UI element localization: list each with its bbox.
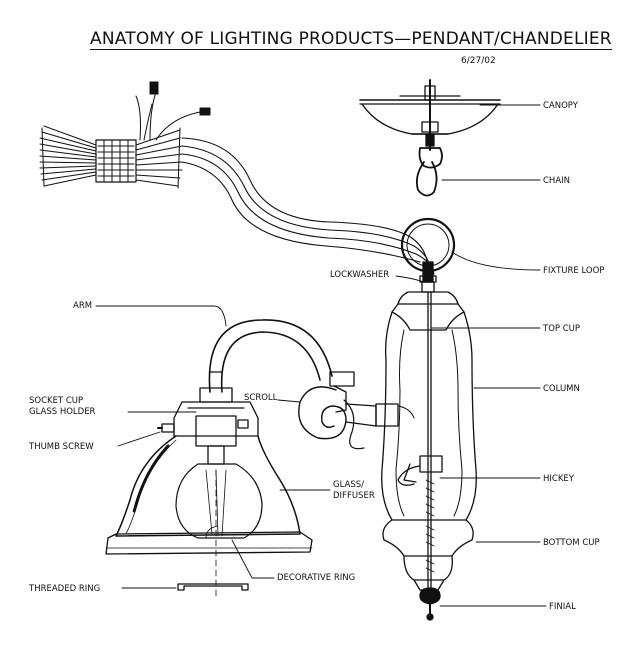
label-decorative-ring: DECORATIVE RING xyxy=(277,573,356,583)
label-scroll: SCROLL xyxy=(244,393,278,403)
label-glass-holder: GLASS HOLDER xyxy=(29,407,96,417)
fixture-loop-drawing xyxy=(400,217,456,283)
label-thumb-screw: THUMB SCREW xyxy=(29,442,94,452)
label-fixture-loop: FIXTURE LOOP xyxy=(543,266,605,276)
label-glass: GLASS/ xyxy=(333,480,364,490)
threaded-ring-drawing xyxy=(177,583,249,591)
label-canopy: CANOPY xyxy=(543,101,578,111)
canopy-drawing xyxy=(359,79,501,151)
column-drawing xyxy=(381,275,477,621)
label-threaded-ring: THREADED RING xyxy=(29,584,101,594)
socket-cup-drawing xyxy=(157,387,259,465)
chain-drawing xyxy=(415,147,443,197)
label-socket-cup: SOCKET CUP xyxy=(29,396,84,406)
label-column: COLUMN xyxy=(543,384,580,394)
glass-shade-drawing xyxy=(105,435,313,601)
arm-drawing xyxy=(208,319,415,450)
page-title: ANATOMY OF LIGHTING PRODUCTS—PENDANT/CHA… xyxy=(90,29,612,50)
cord-drawing xyxy=(181,137,435,275)
label-top-cup: TOP CUP xyxy=(543,324,580,334)
label-hickey: HICKEY xyxy=(543,474,574,484)
label-finial: FINIAL xyxy=(549,602,576,612)
label-lockwasher: LOCKWASHER xyxy=(330,270,390,280)
label-diffuser: DIFFUSER xyxy=(333,491,375,501)
leader-lines xyxy=(95,104,547,607)
label-chain: CHAIN xyxy=(543,176,571,186)
drawing-date: 6/27/02 xyxy=(461,56,496,66)
label-arm: ARM xyxy=(73,301,93,311)
label-bottom-cup: BOTTOM CUP xyxy=(543,538,600,548)
wire-bundle-drawing xyxy=(39,81,211,189)
